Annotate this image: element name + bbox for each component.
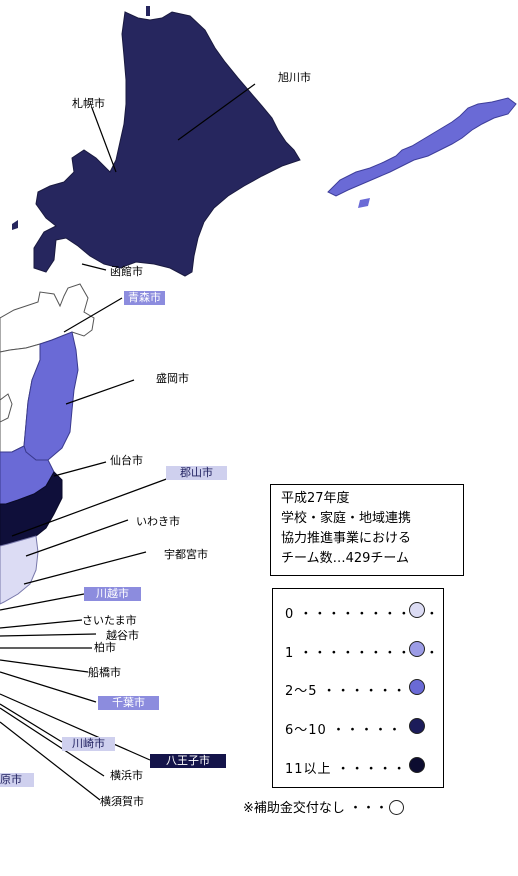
legend-row: 2～5 ・・・・・・・ <box>285 678 435 700</box>
label-iwaki: いわき市 <box>136 515 180 528</box>
legend: 0 ・・・・・・・・・・ 1 ・・・・・・・・・・ 2～5 ・・・・・・・ 6～… <box>272 588 444 788</box>
label-yokohama: 横浜市 <box>110 769 143 782</box>
legend-row: 6～10 ・・・・・ <box>285 717 435 739</box>
title-line-2: 学校・家庭・地域連携 <box>281 511 412 526</box>
label-koshigaya: 越谷市 <box>106 629 139 642</box>
label-sendai: 仙台市 <box>110 454 143 467</box>
legend-row: 0 ・・・・・・・・・・ <box>285 601 438 623</box>
island-small <box>150 24 156 30</box>
label-sagamihara: 原市 <box>0 773 34 787</box>
legend-label: 6～10 ・・・・・ <box>285 723 402 738</box>
title-box: 平成27年度 学校・家庭・地域連携 協力推進事業における チーム数…429チーム <box>270 484 464 576</box>
island-b <box>358 198 370 208</box>
legend-label: 0 ・・・・・・・・・・ <box>285 607 440 622</box>
legend-swatch <box>409 641 425 657</box>
note-swatch <box>389 800 405 815</box>
kuril-islands <box>327 97 517 197</box>
legend-row: 1 ・・・・・・・・・・ <box>285 640 438 662</box>
leader-lines <box>0 83 256 801</box>
label-kawasaki: 川崎市 <box>62 737 115 751</box>
legend-label: 2～5 ・・・・・・・ <box>285 684 421 699</box>
legend-label: 1 ・・・・・・・・・・ <box>285 646 440 661</box>
label-yokosuka: 横須賀市 <box>100 795 144 808</box>
label-aomori: 青森市 <box>124 291 165 305</box>
label-kawagoe: 川越市 <box>84 587 141 601</box>
label-hachioji: 八王子市 <box>150 754 226 768</box>
label-utsunomiya: 宇都宮市 <box>164 548 208 561</box>
legend-row: 11以上 ・・・・・ <box>285 756 435 778</box>
legend-swatch <box>409 757 425 773</box>
title-line-4: チーム数…429チーム <box>281 551 410 566</box>
label-hakodate: 函館市 <box>110 265 143 278</box>
legend-label: 11以上 ・・・・・ <box>285 762 407 777</box>
note-text: ※補助金交付なし ・・・ <box>243 801 389 816</box>
kanto-region <box>0 535 39 605</box>
label-saitama: さいたま市 <box>82 614 137 627</box>
label-sapporo: 札幌市 <box>72 97 105 110</box>
rishiri-island <box>146 6 150 16</box>
legend-swatch <box>409 602 425 618</box>
label-kashiwa: 柏市 <box>94 641 116 654</box>
legend-swatch <box>409 718 425 734</box>
label-funabashi: 船橋市 <box>88 666 121 679</box>
iwate-region <box>23 331 79 461</box>
title-line-3: 協力推進事業における <box>281 531 412 546</box>
legend-swatch <box>409 679 425 695</box>
hokkaido-region <box>33 11 301 277</box>
label-asahikawa: 旭川市 <box>278 71 311 84</box>
label-koriyama: 郡山市 <box>166 466 227 480</box>
label-morioka: 盛岡市 <box>156 372 189 385</box>
title-line-1: 平成27年度 <box>281 491 350 506</box>
label-chiba: 千葉市 <box>98 696 159 710</box>
no-subsidy-note: ※補助金交付なし ・・・ <box>243 797 405 816</box>
yamagata-region <box>0 393 13 423</box>
island-c <box>12 220 18 230</box>
